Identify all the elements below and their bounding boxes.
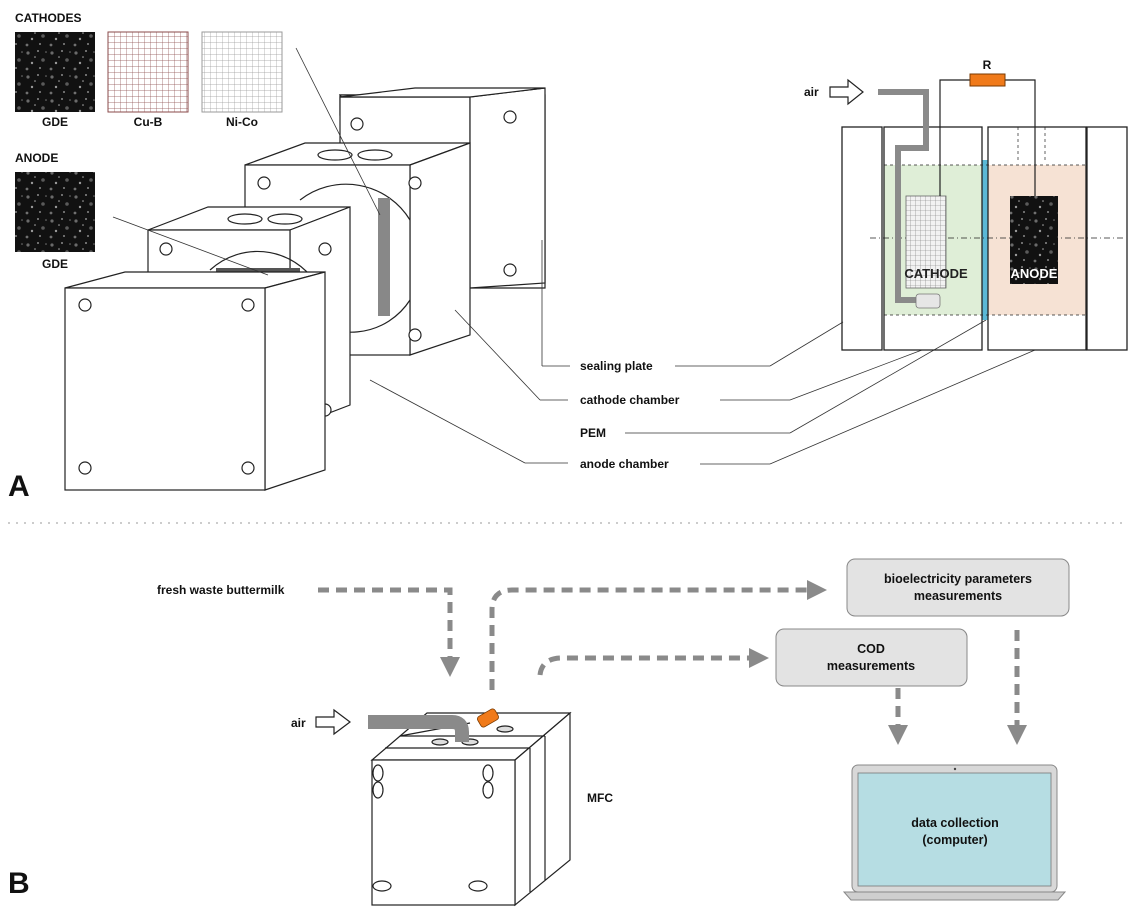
callout-cathode-chamber: cathode chamber: [580, 393, 680, 407]
cod-line2: measurements: [827, 659, 915, 673]
flow-arrows: [318, 580, 1027, 745]
resistor-label: R: [983, 58, 992, 72]
bioelectricity-line1: bioelectricity parameters: [884, 572, 1032, 586]
cathode-cub-label: Cu-B: [134, 115, 163, 129]
callout-sealing-plate: sealing plate: [580, 359, 653, 373]
air-label-b: air: [291, 716, 306, 730]
anode-heading: ANODE: [15, 151, 58, 165]
bioelectricity-box: [846, 558, 1070, 617]
feed-label: fresh waste buttermilk: [157, 583, 285, 597]
cathodes-heading: CATHODES: [15, 11, 81, 25]
cathode-electrode: [905, 195, 947, 289]
panel-a-label: A: [8, 470, 30, 503]
air-arrow-icon: [829, 78, 864, 106]
cathode-nico-label: Ni-Co: [226, 115, 258, 129]
exploded-leaders: [112, 47, 570, 464]
cathode-gde-label: GDE: [42, 115, 68, 129]
callout-pem: PEM: [580, 426, 606, 440]
sealing-plate-front: [64, 271, 326, 491]
cathode-gde-sample: [15, 32, 95, 112]
air-tube-b: [368, 715, 469, 742]
callout-anode-chamber: anode chamber: [580, 457, 669, 471]
panel-b-label: B: [8, 867, 30, 900]
anode-gde-label: GDE: [42, 257, 68, 271]
computer-line2: (computer): [922, 833, 987, 847]
laptop-icon: [842, 764, 1067, 901]
callout-connectors: [625, 319, 1036, 465]
resistor: [969, 73, 1006, 87]
mfc-cross-section: CATHODE ANODE R air: [804, 58, 1128, 351]
air-label-a: air: [804, 85, 819, 99]
resistor-b: [477, 708, 499, 728]
cod-line1: COD: [857, 642, 885, 656]
pem-membrane: [982, 160, 988, 320]
anode-electrode: [1010, 196, 1058, 284]
computer-line1: data collection: [911, 816, 999, 830]
cathode-cub-sample: [107, 31, 189, 113]
anode-label: ANODE: [1011, 266, 1058, 281]
bioelectricity-line2: measurements: [914, 589, 1002, 603]
mfc-device: [370, 711, 572, 907]
mfc-label: MFC: [587, 791, 613, 805]
anode-gde-sample: [15, 172, 95, 252]
cathode-label: CATHODE: [904, 266, 968, 281]
air-arrow-b-icon: [315, 708, 351, 736]
cathode-nico-sample: [201, 31, 283, 113]
air-diffuser: [915, 293, 941, 309]
cod-box: [775, 628, 968, 687]
